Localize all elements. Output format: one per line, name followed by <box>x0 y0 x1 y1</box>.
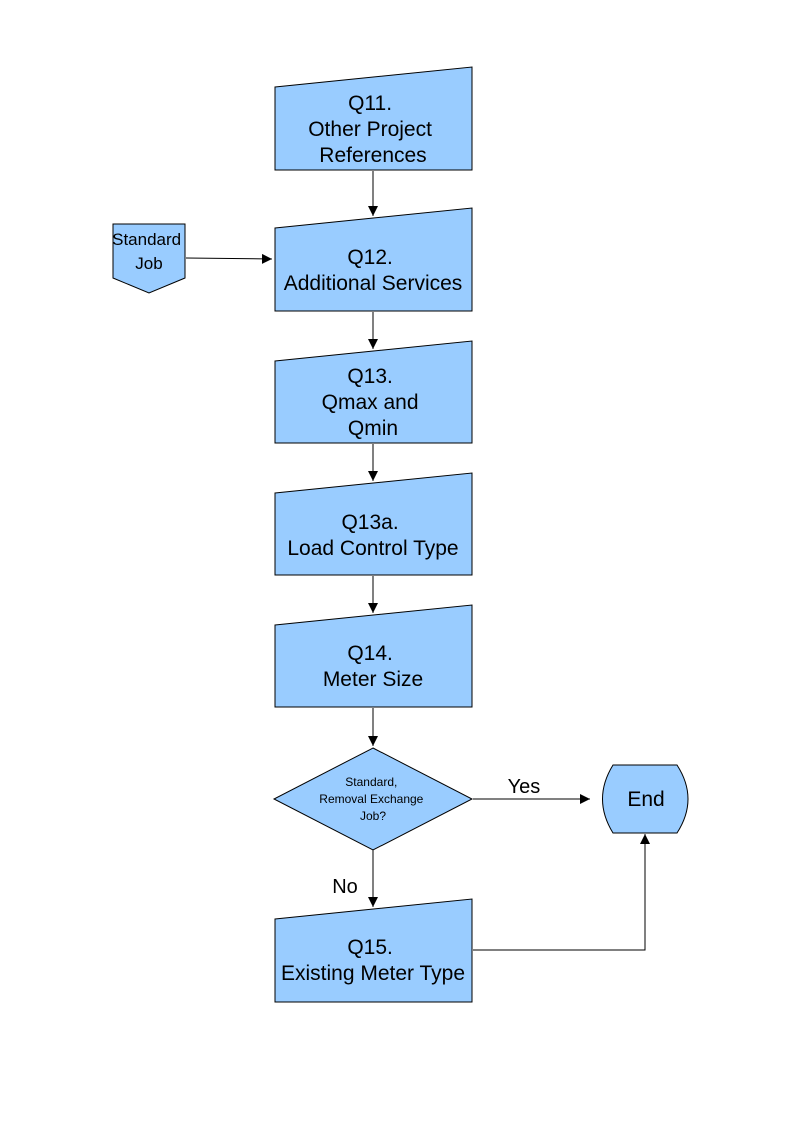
node-q13a-label: Q13a. Load Control Type <box>287 511 458 560</box>
node-q12-label: Q12. Additional Services <box>284 246 463 295</box>
node-q11: Q11. Other Project References <box>274 66 473 171</box>
off-page-connector-shape <box>112 223 186 294</box>
node-standard-job-label: Standard Job <box>112 230 186 273</box>
node-end: End <box>602 764 689 834</box>
manual-input-shape <box>274 604 473 708</box>
manual-input-shape <box>274 207 473 312</box>
node-end-label: End <box>627 788 664 811</box>
manual-input-shape <box>274 472 473 576</box>
node-q15: Q15. Existing Meter Type <box>274 898 473 1003</box>
node-q13a: Q13a. Load Control Type <box>274 472 473 576</box>
decision-diamond-shape <box>272 747 474 851</box>
display-shape <box>602 764 689 834</box>
manual-input-shape <box>274 340 473 444</box>
node-q15-label: Q15. Existing Meter Type <box>281 936 465 985</box>
arrow-standard-job-to-q12 <box>185 253 273 264</box>
arrow-q15-to-end <box>473 834 650 951</box>
node-standard-job: Standard Job <box>112 223 186 294</box>
node-q13: Q13. Qmax and Qmin <box>274 340 473 444</box>
manual-input-shape <box>274 898 473 1003</box>
node-q14: Q14. Meter Size <box>274 604 473 708</box>
node-q13-label: Q13. Qmax and Qmin <box>322 365 425 440</box>
no-label: No <box>332 876 358 898</box>
node-decision-label: Standard, Removal Exchange Job? <box>319 775 426 823</box>
node-decision: Standard, Removal Exchange Job? <box>272 747 474 851</box>
node-q11-label: Q11. Other Project References <box>308 92 438 167</box>
yes-label: Yes <box>508 776 541 798</box>
node-q14-label: Q14. Meter Size <box>323 642 423 691</box>
node-q12: Q12. Additional Services <box>274 207 473 312</box>
manual-input-shape <box>274 66 473 171</box>
